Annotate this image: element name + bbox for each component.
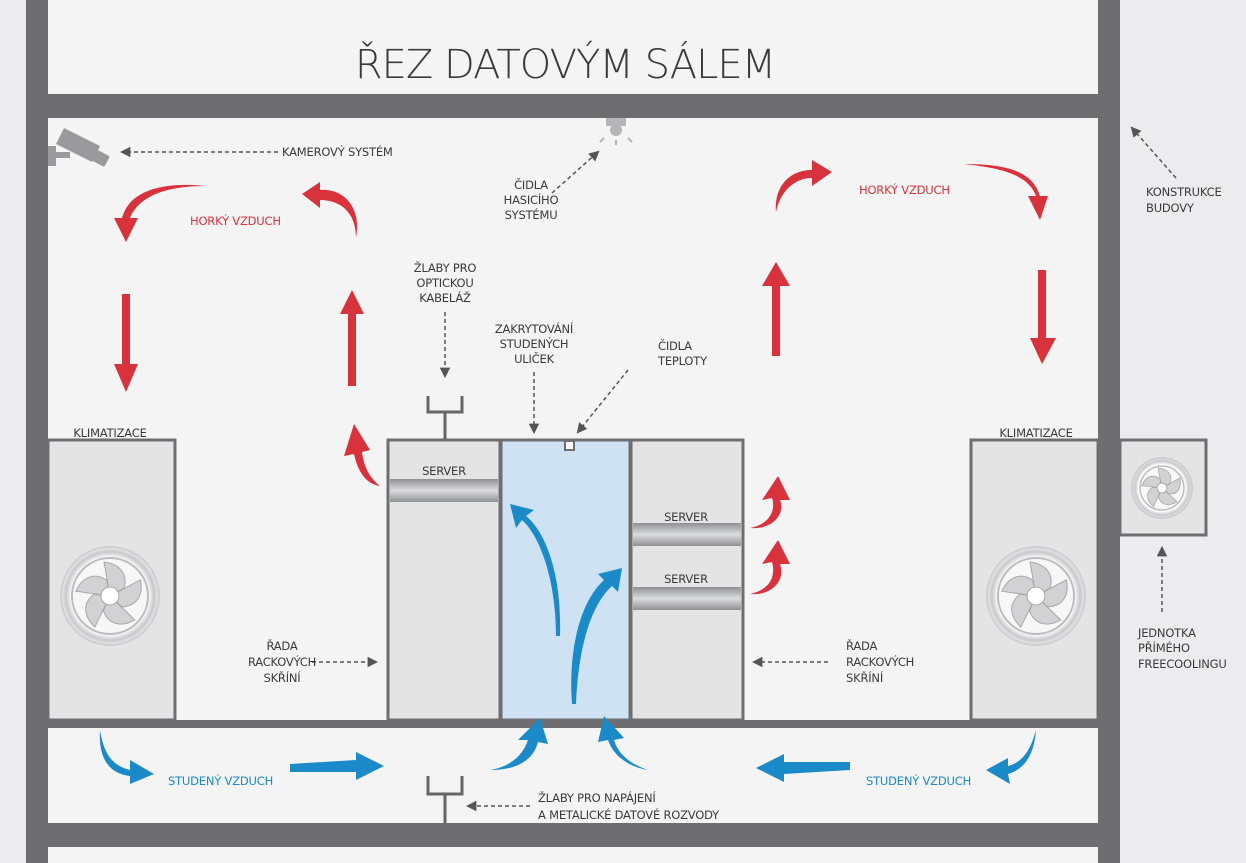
label-rack-row-right-2: RACKOVÝCH [846,654,914,669]
label-cold-aisle-2: STUDENÝCH [500,336,569,351]
label-rack-row-right-3: SKŘÍNÍ [846,670,884,685]
label-power-trays-1: ŽLABY PRO NAPÁJENÍ [538,790,656,805]
cold-air-aisle-arrows [510,504,622,704]
fan-icon [986,546,1086,646]
label-fire-sensor-2: HASICÍHO [504,192,559,207]
server-unit [633,587,741,610]
label-freecooling-1: JEDNOTKA [1137,626,1196,640]
label-server-2: SERVER [664,510,708,524]
label-cold-air-right: STUDENÝ VZDUCH [866,773,971,788]
label-rack-row-left-1: ŘADA [266,638,297,653]
label-fiber-trays-2: OPTICKOU [416,276,473,290]
page-title: ŘEZ DATOVÝM SÁLEM [355,40,775,88]
label-ac-left: KLIMATIZACE [73,426,146,440]
label-fire-sensor-3: SYSTÉMU [505,207,558,222]
label-ac-right: KLIMATIZACE [999,426,1072,440]
label-power-trays-2: A METALICKÉ DATOVÉ ROZVODY [538,807,720,822]
label-server-1: SERVER [422,464,466,478]
power-cable-trays [426,776,464,823]
label-rack-row-left-2: RACKOVÝCH [248,654,316,669]
label-camera: KAMEROVÝ SYSTÉM [282,144,393,159]
label-cold-air-left: STUDENÝ VZDUCH [168,773,273,788]
camera-icon [48,128,110,167]
label-rack-row-left-3: SKŘÍNÍ [263,670,301,685]
freecooling-unit [1118,438,1208,537]
temp-sensor-icon [564,440,575,451]
label-hot-air-left: HORKÝ VZDUCH [190,213,281,228]
rack-row [386,438,745,722]
server-unit [633,523,741,546]
label-building-1: KONSTRUKCE [1146,185,1222,199]
fan-icon [1131,457,1193,519]
label-temp-sensor-2: TEPLOTY [657,354,708,368]
label-server-3: SERVER [664,572,708,586]
server-unit [390,479,498,502]
fire-sensor-icon [599,118,633,145]
label-fire-sensor-1: ČIDLA [514,177,548,192]
fan-icon [60,546,160,646]
fiber-cable-trays [426,396,464,440]
label-fiber-trays-1: ŽLABY PRO [414,260,477,275]
label-cold-aisle-1: ZAKRYTOVÁNÍ [495,321,574,336]
cold-air-floor-arrows [99,716,1036,784]
label-freecooling-3: FREECOOLINGU [1138,657,1227,671]
hot-air-arrows [114,160,1056,595]
label-rack-row-right-1: ŘADA [846,638,877,653]
label-freecooling-2: PŘÍMÉHO [1138,640,1190,655]
label-hot-air-right: HORKÝ VZDUCH [859,182,950,197]
label-fiber-trays-3: KABELÁŽ [419,290,471,305]
label-building-2: BUDOVY [1146,201,1195,215]
label-temp-sensor-1: ČIDLA [658,338,692,353]
label-cold-aisle-3: ULIČEK [514,351,555,366]
